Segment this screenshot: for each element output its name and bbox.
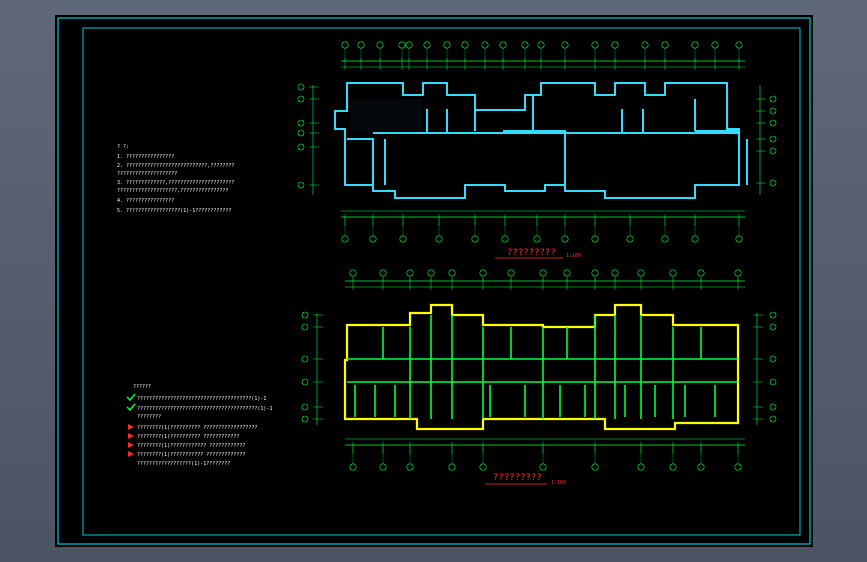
notes-bottom-line-3: ???????? [137, 414, 161, 420]
notes-top: ? ?: 1. ???????????????? 2. ????????????… [117, 144, 234, 214]
check-icon [126, 403, 136, 412]
marker-icon [128, 451, 134, 457]
notes-bottom-line-4: ????????(1)?????????? ?????????????????? [137, 425, 257, 431]
bottom-plan-walls [343, 303, 740, 431]
outer-frame [57, 17, 811, 545]
check-icon [126, 393, 136, 402]
inner-frame [82, 27, 801, 536]
marker-icon [128, 433, 134, 439]
notes-bottom-line-2: ????????????????????????????????????????… [137, 406, 272, 412]
notes-bottom-line-7: ????????(1)??????????? ????????????? [137, 452, 245, 458]
notes-bottom-heading: ?????? [133, 384, 151, 390]
notes-top-line-1: 1. ???????????????? [117, 154, 174, 160]
notes-bottom-line-1: ??????????????????????????????????????(1… [137, 396, 266, 402]
top-plan-title: ????????? [507, 248, 556, 258]
notes-top-line-7: 5. ??????????????????(1)-1???????????? [117, 208, 231, 214]
bottom-plan-scale: 1:100 [551, 480, 566, 486]
notes-bottom: ?????? ?????????????????????????????????… [126, 384, 272, 467]
notes-top-heading: ? ?: [117, 144, 129, 150]
bottom-plan-title: ????????? [493, 473, 542, 483]
notes-bottom-footer: ??????????????????(1)-1???????? [137, 461, 230, 467]
top-plan-dimensions [297, 41, 777, 243]
notes-top-line-5: ????????????????????,???????????????? [117, 188, 228, 194]
top-plan-scale: 1:100 [566, 253, 581, 259]
cad-drawing: ????????? 1:100 ????????? 1:100 ? ?: 1. … [57, 17, 811, 545]
notes-bottom-line-6: ????????(1)???????????? ???????????? [137, 443, 245, 449]
marker-icon [128, 424, 134, 430]
notes-top-line-2: 2. ???????????????????????????,???????? [117, 163, 234, 169]
marker-icon [128, 442, 134, 448]
top-plan-walls [334, 82, 748, 199]
notes-bottom-line-5: ????????(1)?????????? ???????????? [137, 434, 239, 440]
notes-top-line-3: ???????????????????? [117, 171, 177, 177]
top-plan-fill [351, 99, 423, 131]
notes-top-line-4: 3. ?????????????,?????????????????????? [117, 180, 234, 186]
notes-top-line-6: 4. ???????????????? [117, 198, 174, 204]
drawing-sheet[interactable]: ????????? 1:100 ????????? 1:100 ? ?: 1. … [55, 15, 813, 547]
bottom-plan-dimensions [301, 269, 777, 471]
